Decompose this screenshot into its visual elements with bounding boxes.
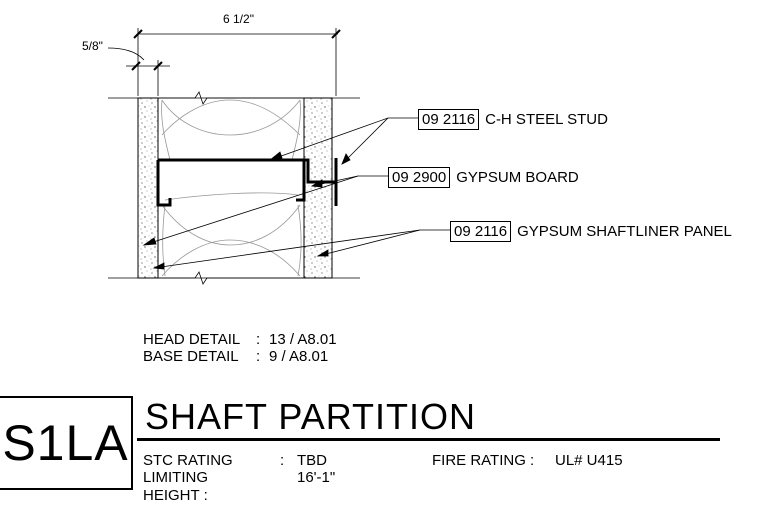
- dimension-board-label: 5/8": [82, 39, 103, 53]
- callout-steel-stud: 09 2116 C-H STEEL STUD: [418, 109, 608, 130]
- head-detail-label: HEAD DETAIL: [143, 331, 241, 348]
- limiting-label: LIMITING: [143, 469, 209, 486]
- stc-value: TBD: [297, 452, 327, 469]
- dimension-overall-label: 6 1/2": [223, 12, 254, 26]
- break-line-bottom: [158, 271, 304, 285]
- head-detail-value: 13 / A8.01: [269, 331, 337, 348]
- callout-label: GYPSUM BOARD: [456, 169, 579, 186]
- callout-code: 09 2116: [418, 109, 480, 130]
- callout-gypsum-board: 09 2900 GYPSUM BOARD: [388, 167, 579, 188]
- wall-type-code: S1LA: [0, 396, 133, 490]
- base-detail-label: BASE DETAIL: [143, 348, 239, 365]
- insulation: [161, 99, 302, 277]
- base-detail-value: 9 / A8.01: [269, 348, 329, 365]
- callout-code: 09 2116: [450, 221, 512, 242]
- stc-sep: :: [280, 452, 285, 469]
- callout-code: 09 2900: [388, 167, 451, 188]
- fire-rating-label: FIRE RATING :: [432, 452, 535, 469]
- dimension-overall: [133, 28, 341, 96]
- stc-label: STC RATING: [143, 452, 233, 469]
- fire-rating-value: UL# U415: [555, 452, 623, 469]
- title-divider: [137, 438, 720, 441]
- base-detail-sep: :: [256, 348, 261, 365]
- shaftliner-panel: [137, 97, 159, 279]
- height-label: HEIGHT :: [143, 487, 208, 504]
- break-line-top: [158, 91, 304, 105]
- gypsum-board: [303, 97, 333, 279]
- page-title: SHAFT PARTITION: [145, 396, 477, 437]
- leaders: [142, 117, 450, 270]
- head-detail-sep: :: [256, 331, 261, 348]
- callout-label: GYPSUM SHAFTLINER PANEL: [517, 223, 732, 240]
- dimension-board: [107, 47, 170, 96]
- limiting-value: 16'-1": [297, 469, 336, 486]
- callout-label: C-H STEEL STUD: [485, 111, 608, 128]
- callout-shaftliner: 09 2116 GYPSUM SHAFTLINER PANEL: [450, 221, 732, 242]
